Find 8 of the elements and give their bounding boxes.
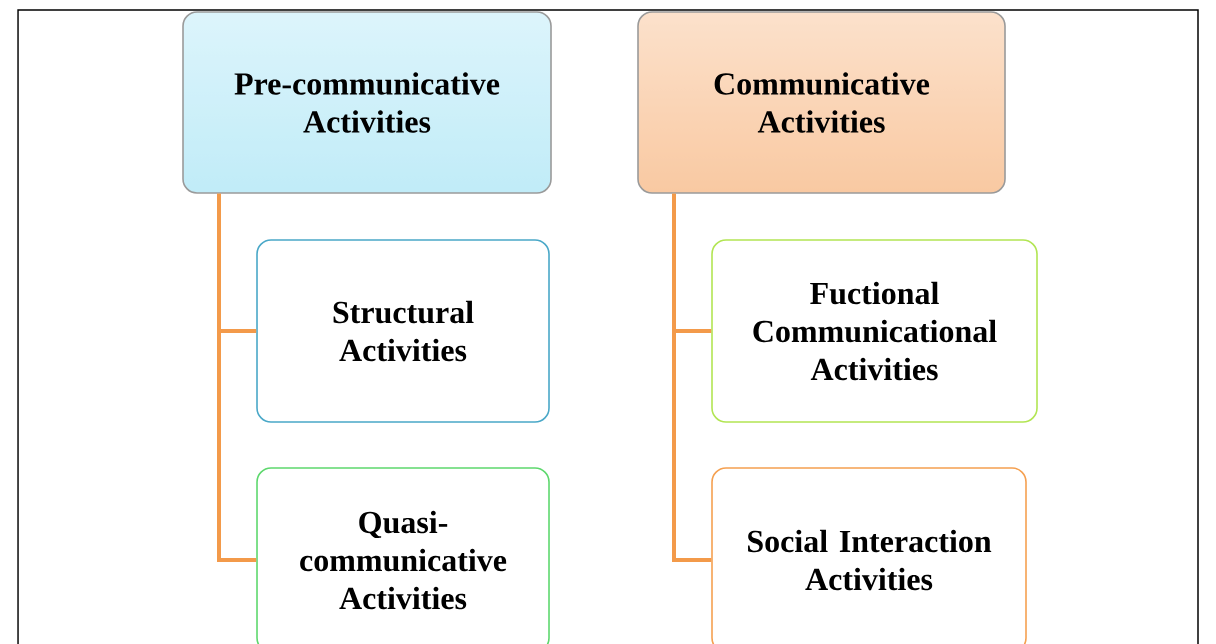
activity-box: Quasi- communicative Activities (256, 467, 550, 644)
connector (672, 193, 712, 562)
category-box: Pre-communicative Activities (182, 11, 552, 194)
activity-box: Fuctional Communicational Activities (711, 239, 1038, 423)
connector (217, 193, 257, 562)
activity-box: Structural Activities (256, 239, 550, 423)
activity-box: Social Interaction Activities (711, 467, 1027, 644)
category-box: Communicative Activities (637, 11, 1006, 194)
